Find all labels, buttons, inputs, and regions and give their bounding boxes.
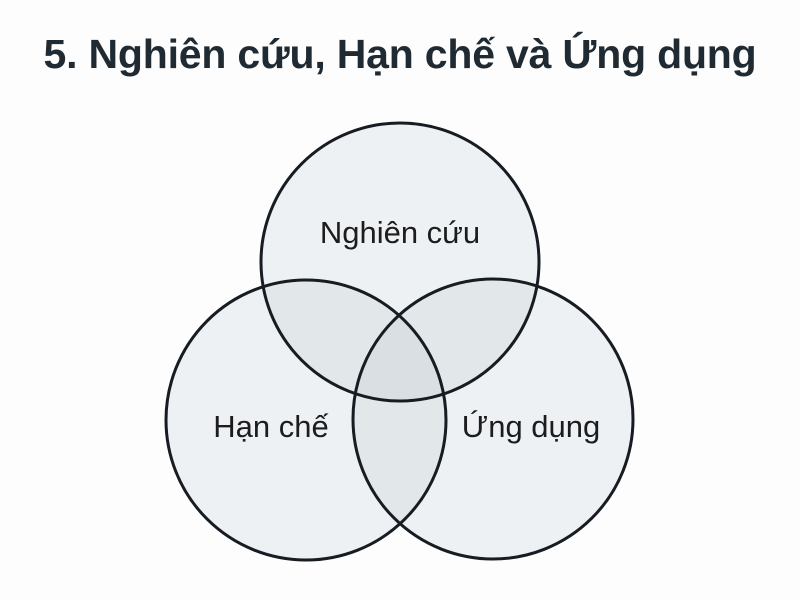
label-applications: Ứng dụng	[462, 409, 601, 444]
triple-overlap-group	[353, 280, 446, 401]
slide-title: 5. Nghiên cứu, Hạn chế và Ứng dụng	[43, 31, 757, 77]
label-limitations: Hạn chế	[213, 409, 328, 444]
circle-research	[259, 121, 541, 403]
label-research: Nghiên cứu	[320, 215, 480, 250]
overlap-all-three	[353, 280, 446, 401]
circle-limitations	[164, 278, 448, 562]
circle-outlines	[164, 121, 635, 562]
circle-applications	[351, 277, 635, 561]
